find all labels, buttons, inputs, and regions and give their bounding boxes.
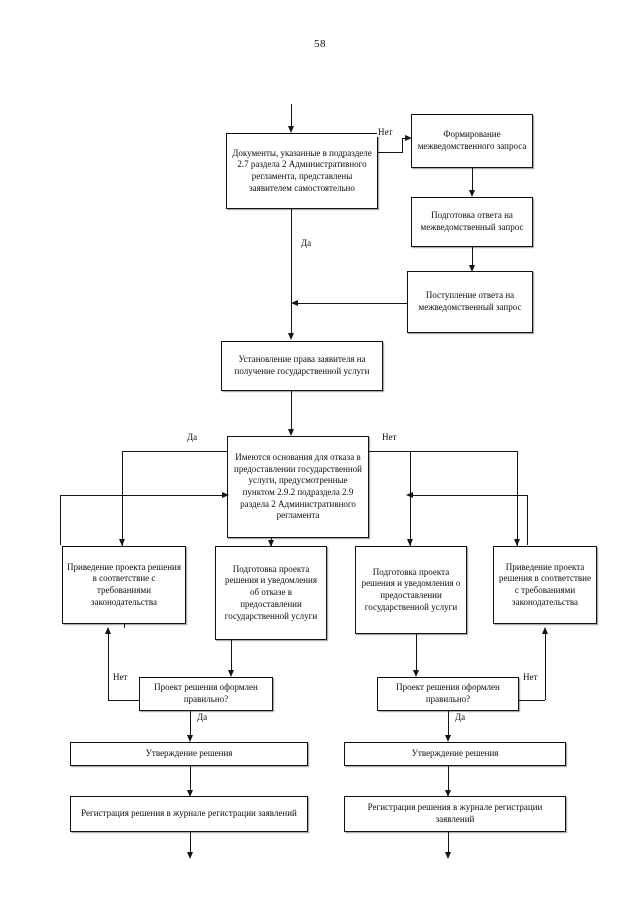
- arrow-prepare-grant-to-check: [413, 670, 419, 677]
- connector-return-left-v: [60, 495, 61, 545]
- connector-return-right-v: [527, 495, 528, 545]
- arrow-register-left-exit: [187, 852, 193, 859]
- connector-approve-right-to-register: [448, 766, 449, 792]
- arrow-receive-to-spine: [291, 299, 298, 306]
- connector-register-left-exit: [190, 832, 191, 854]
- page-number: 58: [314, 38, 326, 50]
- node-prepare-answer[interactable]: Подготовка ответа на межведомственный за…: [411, 197, 533, 247]
- arrow-return-left-into-refusal: [222, 491, 229, 498]
- connector-refusal-no-h: [369, 451, 517, 452]
- arrow-check-left-no-up: [105, 627, 111, 634]
- connector-register-right-exit: [448, 832, 449, 854]
- edge-label-docs-no: Нет: [377, 127, 394, 137]
- node-form-request[interactable]: Формирование межведомственного запроса: [411, 114, 533, 168]
- node-prepare-refusal[interactable]: Подготовка проекта решения и уведомления…: [215, 546, 327, 640]
- arrow-return-right-into-spine: [406, 491, 413, 498]
- edge-label-docs-yes: Да: [300, 238, 313, 248]
- node-approve-left[interactable]: Утверждение решения: [70, 742, 308, 766]
- node-approve-right[interactable]: Утверждение решения: [344, 742, 566, 766]
- node-prepare-answer-label: Подготовка ответа на межведомственный за…: [420, 210, 524, 232]
- node-receive-answer-label: Поступление ответа на межведомственный з…: [418, 290, 522, 312]
- connector-approve-left-to-register: [190, 766, 191, 792]
- connector-form-to-prepare: [472, 168, 473, 192]
- arrow-refusal-yes-down: [119, 539, 125, 546]
- node-approve-left-label: Утверждение решения: [145, 748, 233, 759]
- arrow-refusal-no-down2: [514, 539, 520, 546]
- connector-prepare-grant-to-check: [416, 634, 417, 672]
- connector-refusal-no-v: [410, 451, 411, 546]
- node-establish-right[interactable]: Установление права заявителя на получени…: [221, 341, 383, 391]
- connector-prepare-to-receive: [472, 247, 473, 267]
- node-align-left-label: Приведение проекта решения в соответстви…: [67, 561, 181, 607]
- node-approve-right-label: Утверждение решения: [411, 748, 499, 759]
- connector-entry-vertical: [291, 104, 292, 128]
- edge-label-check-left-no: Нет: [112, 672, 129, 682]
- connector-prepare-refusal-to-check: [231, 640, 232, 672]
- arrow-establish-to-refusal: [288, 429, 294, 436]
- edge-label-refusal-no: Нет: [381, 432, 398, 442]
- node-register-right[interactable]: Регистрация решения в журнале регистраци…: [344, 796, 566, 832]
- node-prepare-grant-label: Подготовка проекта решения и уведомления…: [361, 566, 461, 612]
- node-docs-decision[interactable]: Документы, указанные в подразделе 2.7 ра…: [226, 133, 378, 209]
- connector-docs-yes-spine: [291, 209, 292, 335]
- arrow-refusal-yes-down2: [268, 540, 274, 547]
- arrow-docs-no-right: [405, 134, 412, 141]
- node-receive-answer[interactable]: Поступление ответа на межведомственный з…: [407, 271, 533, 333]
- arrow-form-to-prepare: [469, 190, 475, 197]
- node-prepare-refusal-label: Подготовка проекта решения и уведомления…: [224, 563, 318, 621]
- node-check-left[interactable]: Проект решения оформлен правильно?: [139, 677, 273, 711]
- connector-check-right-yes: [448, 711, 449, 737]
- arrow-approve-right-to-register: [445, 790, 451, 797]
- node-register-left[interactable]: Регистрация решения в журнале регистраци…: [70, 796, 308, 832]
- node-check-right[interactable]: Проект решения оформлен правильно?: [377, 677, 519, 711]
- connector-align-left-down: [124, 624, 125, 628]
- arrow-entry-down: [288, 126, 294, 133]
- arrow-check-right-yes-down: [445, 735, 451, 742]
- connector-check-left-no-v: [108, 634, 109, 700]
- connector-check-right-no-h: [519, 700, 545, 701]
- node-align-right[interactable]: Приведение проекта решения в соответстви…: [493, 546, 597, 624]
- arrow-prepare-refusal-to-check: [228, 670, 234, 677]
- connector-establish-to-refusal: [291, 391, 292, 431]
- node-register-right-label: Регистрация решения в журнале регистраци…: [367, 802, 543, 824]
- node-refusal-decision[interactable]: Имеются основания для отказа в предостав…: [227, 436, 369, 538]
- node-align-left[interactable]: Приведение проекта решения в соответстви…: [62, 546, 186, 624]
- node-establish-right-label: Установление права заявителя на получени…: [234, 354, 370, 376]
- connector-refusal-yes-h: [122, 451, 227, 452]
- arrow-prepare-to-receive: [469, 265, 475, 272]
- arrow-check-right-no-up: [542, 627, 548, 634]
- arrow-register-right-exit: [445, 852, 451, 859]
- node-register-left-label: Регистрация решения в журнале регистраци…: [81, 808, 297, 819]
- connector-receive-to-spine: [296, 303, 407, 304]
- edge-label-check-left-yes: Да: [196, 712, 209, 722]
- arrow-refusal-no-down: [407, 539, 413, 546]
- connector-check-left-yes: [190, 711, 191, 737]
- node-docs-decision-label: Документы, указанные в подразделе 2.7 ра…: [232, 147, 372, 193]
- node-check-left-label: Проект решения оформлен правильно?: [154, 682, 258, 704]
- arrow-docs-yes-down: [288, 333, 294, 340]
- connector-return-right-into-spine: [410, 495, 527, 496]
- arrow-check-left-yes-down: [187, 735, 193, 742]
- edge-label-check-right-yes: Да: [454, 712, 467, 722]
- node-refusal-decision-label: Имеются основания для отказа в предостав…: [234, 451, 362, 521]
- connector-refusal-yes-v: [122, 451, 123, 546]
- node-check-right-label: Проект решения оформлен правильно?: [396, 682, 500, 704]
- connector-refusal-no-v2: [517, 451, 518, 546]
- node-align-right-label: Приведение проекта решения в соответстви…: [499, 561, 591, 607]
- node-prepare-grant[interactable]: Подготовка проекта решения и уведомления…: [355, 546, 467, 634]
- connector-check-right-no-v: [545, 634, 546, 700]
- connector-check-left-no-h: [108, 700, 139, 701]
- edge-label-check-right-no: Нет: [522, 672, 539, 682]
- connector-docs-no-h1: [378, 152, 402, 153]
- node-form-request-label: Формирование межведомственного запроса: [417, 129, 527, 151]
- arrow-approve-left-to-register: [187, 790, 193, 797]
- connector-docs-no-v: [402, 138, 403, 153]
- edge-label-refusal-yes: Да: [186, 432, 199, 442]
- connector-return-left-into-refusal: [60, 495, 227, 496]
